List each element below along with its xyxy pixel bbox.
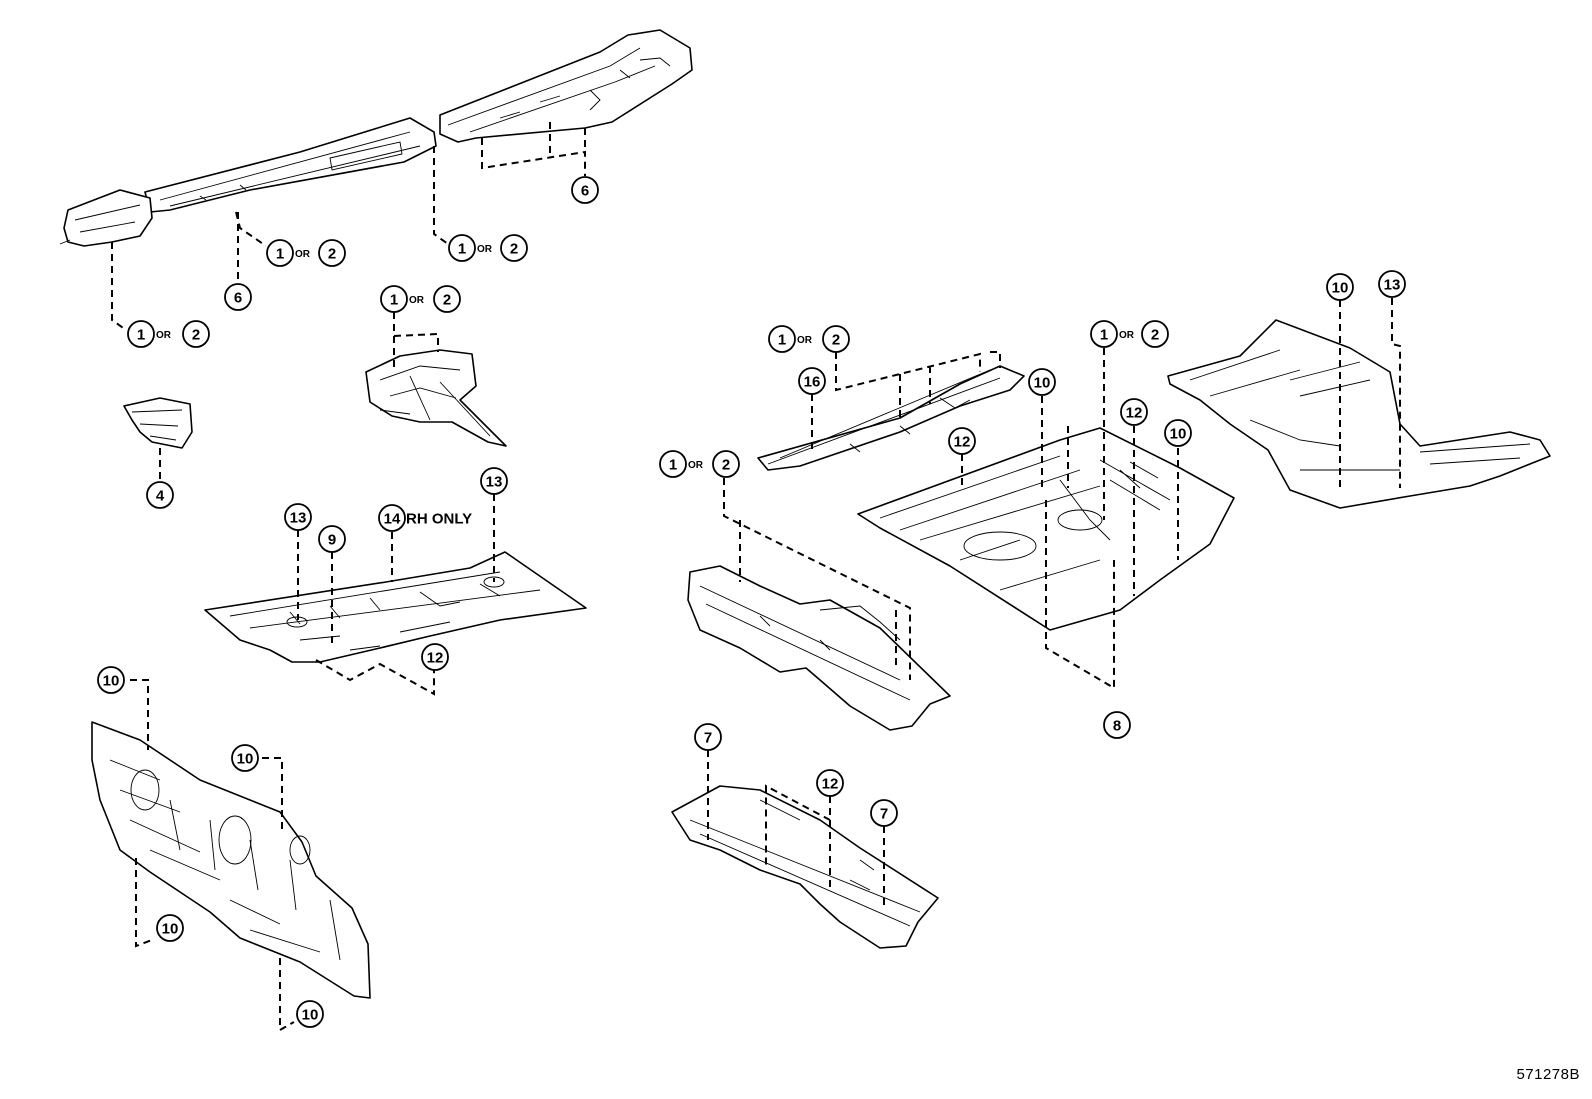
svg-text:12: 12 <box>954 434 971 451</box>
svg-text:7: 7 <box>704 730 712 747</box>
svg-text:12: 12 <box>427 650 444 667</box>
callout-14: 14 RH ONLY <box>378 504 472 532</box>
callout-13-a: 13 <box>284 503 312 531</box>
svg-text:OR: OR <box>1119 330 1135 341</box>
svg-text:OR: OR <box>156 330 172 341</box>
callout-1-or-2-f: 1 OR 2 <box>659 450 740 478</box>
svg-text:10: 10 <box>1034 375 1051 392</box>
callout-4: 4 <box>146 481 174 509</box>
svg-text:10: 10 <box>302 1007 319 1024</box>
svg-text:6: 6 <box>234 290 242 307</box>
svg-text:OR: OR <box>295 249 311 260</box>
callout-1-or-2-b: 1 OR 2 <box>448 234 528 262</box>
svg-text:1: 1 <box>1100 327 1108 344</box>
rocker-rail-part <box>757 365 1025 471</box>
rh-only-note: RH ONLY <box>406 511 472 528</box>
callout-12-a: 12 <box>421 643 449 671</box>
svg-text:2: 2 <box>443 292 451 309</box>
svg-text:13: 13 <box>1384 277 1401 294</box>
callout-12-c: 12 <box>1120 398 1148 426</box>
leader-lines <box>111 122 1401 1032</box>
svg-text:4: 4 <box>156 488 165 505</box>
callout-16: 16 <box>798 367 826 395</box>
callout-1-or-2-d: 1 OR 2 <box>380 285 461 313</box>
svg-text:1: 1 <box>137 327 145 344</box>
bracket-4-part <box>123 397 193 449</box>
svg-text:7: 7 <box>880 806 888 823</box>
svg-text:10: 10 <box>237 751 254 768</box>
callout-10-g: 10 <box>1326 273 1354 301</box>
svg-text:9: 9 <box>328 532 336 549</box>
svg-text:2: 2 <box>328 246 336 263</box>
rear-floor-part <box>1167 319 1551 509</box>
callout-6-top: 6 <box>571 176 599 204</box>
callout-10-f: 10 <box>1164 419 1192 447</box>
callout-10-b: 10 <box>231 744 259 772</box>
callout-1-or-2-a: 1 OR 2 <box>266 239 346 267</box>
svg-text:8: 8 <box>1113 718 1121 735</box>
callout-1-or-2-g: 1 OR 2 <box>1090 320 1169 348</box>
svg-text:14: 14 <box>384 511 401 528</box>
callout-6-left: 6 <box>224 283 252 311</box>
bottom-cross-member-part <box>671 785 939 949</box>
svg-text:10: 10 <box>103 673 120 690</box>
svg-text:13: 13 <box>290 510 307 527</box>
callout-12-d: 12 <box>816 769 844 797</box>
svg-text:16: 16 <box>804 374 821 391</box>
svg-text:1: 1 <box>390 292 398 309</box>
side-member-part <box>59 117 437 247</box>
front-floor-pan-part <box>204 551 587 663</box>
callout-13-c: 13 <box>1378 270 1406 298</box>
svg-text:OR: OR <box>409 295 425 306</box>
svg-text:2: 2 <box>192 327 200 344</box>
svg-text:OR: OR <box>477 244 493 255</box>
center-tunnel-part <box>365 349 507 447</box>
callout-13-b: 13 <box>480 467 508 495</box>
svg-text:2: 2 <box>510 241 518 258</box>
svg-text:2: 2 <box>722 457 730 474</box>
svg-text:2: 2 <box>832 332 840 349</box>
svg-text:2: 2 <box>1151 327 1159 344</box>
svg-text:1: 1 <box>778 332 786 349</box>
callout-1-or-2-e: 1 OR 2 <box>768 325 850 353</box>
dash-panel-part <box>91 721 371 999</box>
svg-text:12: 12 <box>822 776 839 793</box>
svg-text:1: 1 <box>669 457 677 474</box>
callout-7-a: 7 <box>694 723 722 751</box>
rear-rail-part <box>439 29 693 143</box>
callout-1-or-2-c: 1 OR 2 <box>127 320 210 348</box>
svg-text:10: 10 <box>1170 426 1187 443</box>
svg-text:10: 10 <box>1332 280 1349 297</box>
diagram-reference-code: 571278B <box>1516 1066 1580 1083</box>
callout-8: 8 <box>1103 711 1131 739</box>
svg-text:OR: OR <box>688 460 704 471</box>
callout-12-b: 12 <box>948 427 976 455</box>
callout-9: 9 <box>318 525 346 553</box>
svg-text:10: 10 <box>162 921 179 938</box>
svg-text:12: 12 <box>1126 405 1143 422</box>
callout-10-a: 10 <box>97 666 125 694</box>
callout-10-e: 10 <box>1028 368 1056 396</box>
callout-10-d: 10 <box>296 1000 324 1028</box>
callout-7-b: 7 <box>870 799 898 827</box>
callout-10-c: 10 <box>156 914 184 942</box>
svg-text:OR: OR <box>797 335 813 346</box>
cross-member-part <box>687 565 951 731</box>
svg-text:13: 13 <box>486 474 503 491</box>
svg-text:1: 1 <box>458 241 466 258</box>
svg-text:1: 1 <box>276 246 284 263</box>
svg-text:6: 6 <box>581 183 589 200</box>
